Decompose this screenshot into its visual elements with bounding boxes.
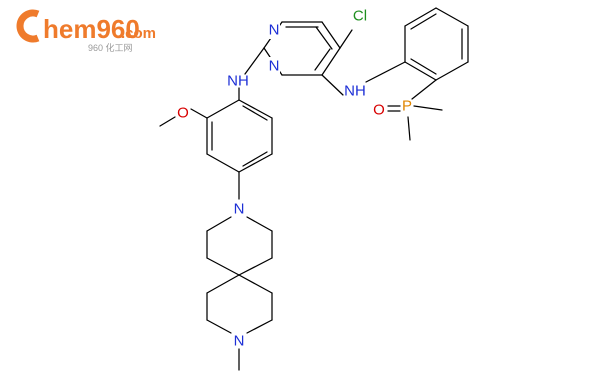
bonds [159, 7, 469, 371]
bond [242, 151, 268, 167]
bond [435, 7, 469, 27]
logo-subtitle: 960 化工网 [88, 42, 133, 53]
bond [413, 105, 443, 111]
bond [206, 319, 232, 334]
bond [206, 153, 240, 173]
bond [246, 216, 273, 232]
atom-methoxy-o: O [177, 105, 189, 122]
atom-phosphorus: P [402, 98, 412, 115]
bond [410, 58, 437, 75]
cl-label: Cl [353, 8, 367, 25]
atom-labels: NH NH N N Cl O O P [177, 8, 412, 350]
bond [315, 26, 333, 50]
atom-pyrimidine-n-top: N [268, 21, 280, 39]
bond [238, 257, 273, 276]
atom-nh-left: NH [227, 73, 249, 90]
bond [404, 61, 437, 81]
atom-nh-right: NH [344, 83, 366, 100]
bond [321, 74, 344, 96]
bond [314, 48, 331, 71]
n-label: N [234, 201, 245, 218]
atom-phosphine-o: O [373, 102, 385, 119]
bond [242, 105, 268, 121]
bond [246, 319, 273, 334]
o-label: O [177, 105, 189, 122]
nh-label: NH [227, 73, 249, 90]
bond [238, 99, 273, 119]
bond [206, 99, 240, 119]
p-label: P [402, 98, 412, 115]
bond [206, 216, 232, 232]
bond [339, 29, 353, 49]
atom-pyrimidine-n-low: N [268, 57, 280, 75]
atom-spiro-n-upper: N [234, 201, 245, 218]
bond [411, 79, 437, 100]
n-label: N [269, 22, 280, 39]
logo-c-mark [16, 9, 40, 43]
o-label: O [373, 102, 385, 119]
bond [238, 153, 273, 173]
chem960-logo: hem960 .com 960 化工网 [16, 9, 156, 53]
n-label: N [234, 333, 245, 350]
logo-tld: .com [121, 25, 156, 42]
n-label: N [269, 58, 280, 75]
bond [159, 116, 176, 127]
bond [404, 7, 437, 27]
bond [435, 61, 469, 81]
bond [407, 116, 411, 141]
bond [244, 47, 265, 75]
bond [190, 108, 208, 119]
atom-chlorine: Cl [353, 8, 367, 25]
bond [238, 274, 273, 294]
bond [365, 61, 406, 83]
bond [321, 21, 341, 49]
logo-brand: hem960 [43, 14, 140, 44]
bond [321, 47, 341, 76]
bond [410, 13, 437, 30]
nh-label: NH [344, 83, 366, 100]
atom-spiro-n-lower: N [234, 333, 245, 350]
bond [206, 274, 240, 294]
bond [206, 257, 240, 276]
